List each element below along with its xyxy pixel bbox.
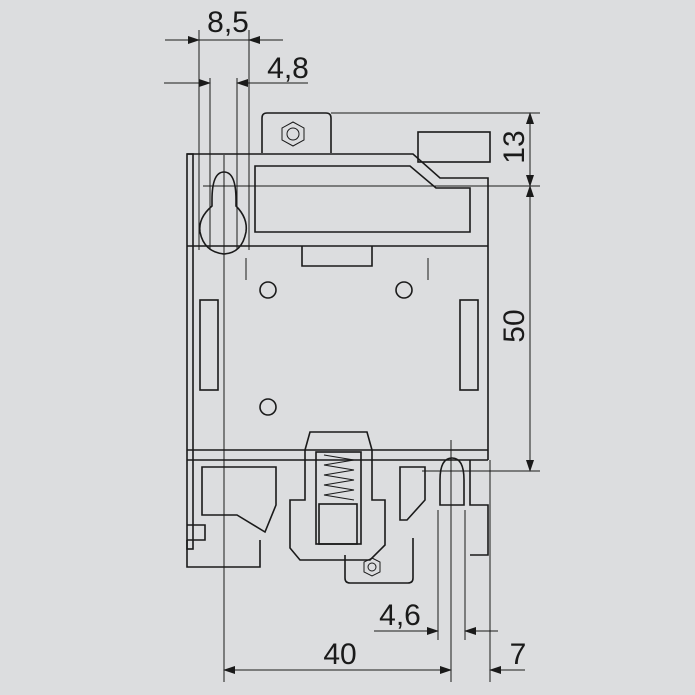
dim-label-top-inner-width: 4,8 (267, 52, 309, 85)
dim-label-top-outer-width: 8,5 (207, 6, 249, 39)
device-outline (186, 112, 491, 584)
dim-label-top-height: 13 (498, 130, 531, 163)
hex-nut-icon (281, 121, 305, 147)
dimension-lines (164, 30, 540, 682)
dim-label-bottom-pin-width: 4,6 (379, 599, 421, 632)
dim-label-pin-offset: 7 (510, 638, 527, 671)
dim-label-pin-spacing: 40 (323, 638, 356, 671)
spring-icon (323, 454, 355, 501)
dim-label-body-height: 50 (498, 309, 531, 342)
